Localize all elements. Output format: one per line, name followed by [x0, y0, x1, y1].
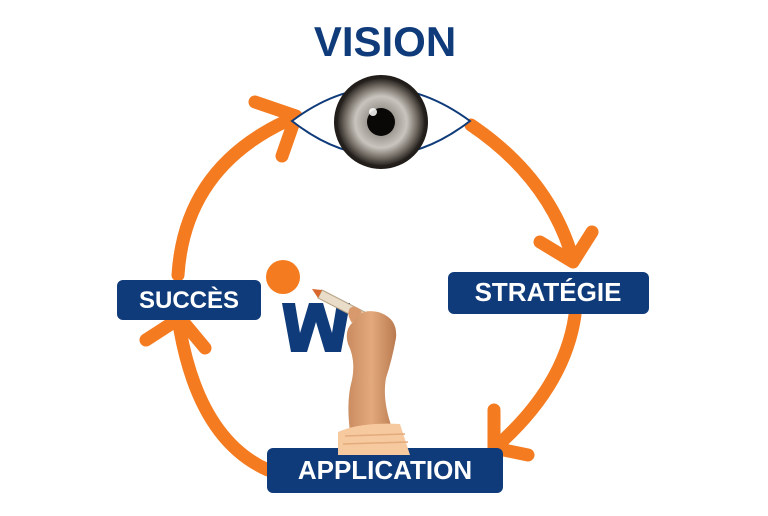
arc-vision-to-strategy	[464, 118, 577, 257]
arc-success-to-vision	[171, 111, 300, 282]
arrowhead-strategy	[533, 225, 599, 269]
step-application-label: APPLICATION	[298, 455, 472, 485]
step-strategy-label: STRATÉGIE	[475, 277, 622, 307]
arc-application-to-success	[173, 323, 275, 477]
arc-strategy-to-application	[491, 308, 582, 452]
step-strategy: STRATÉGIE	[448, 272, 649, 314]
step-success: SUCCÈS	[117, 280, 261, 320]
diagram-title: VISION	[314, 18, 456, 65]
step-success-label: SUCCÈS	[139, 286, 239, 314]
arrowhead-vision	[248, 95, 303, 163]
cycle-arrows	[171, 111, 582, 477]
hand-holding-pen-icon	[312, 289, 410, 455]
eye-icon	[290, 75, 472, 169]
step-application: APPLICATION	[267, 448, 503, 493]
w-logo	[266, 260, 350, 352]
